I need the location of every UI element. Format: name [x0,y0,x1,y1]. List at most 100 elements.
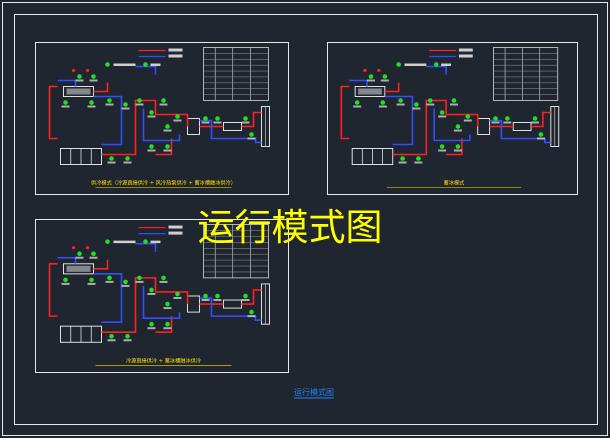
supply-pipe [340,85,350,140]
return-pipe [433,108,471,142]
pump-tag [87,282,96,285]
pump-tag [503,121,512,124]
chiller-label [358,88,382,95]
return-pipe [426,65,447,75]
pump-valve-symbol [149,110,154,115]
legend-label-return [458,54,473,58]
supply-pipe [48,262,58,317]
return-pipe [135,65,157,75]
legend-valve-symbol [433,62,439,67]
return-pipe [489,119,551,144]
return-pipe [93,273,123,323]
legend-pump-symbol [105,239,110,244]
pump-tag [121,107,130,110]
pump-valve-symbol [243,293,248,299]
pump-valve-symbol [414,102,419,107]
pump-valve-symbol [439,144,445,149]
status-indicator [85,68,90,73]
pump-valve-symbol [91,74,96,79]
pump-tag [241,299,250,301]
pump-tag [163,129,172,132]
pump-tag [380,79,389,82]
return-pipe [199,297,262,321]
supply-pipe [241,289,262,305]
pump-valve-symbol [354,100,360,105]
panel-caption: 供冷模式（冷源直接供冷 + 风冷热泵供冷 + 蓄冰槽融冰供冷） [91,179,236,187]
pump-tag [159,280,168,283]
supply-pipe [155,316,173,334]
supply-pipe [48,85,58,140]
drawing-title: 运行模式图 [198,206,383,249]
heat-exchanger [187,118,200,135]
pump-valve-symbol [493,116,498,121]
pump-valve-symbol [63,100,68,105]
pump-valve-symbol [455,124,461,129]
pump-valve-symbol [175,114,180,119]
pump-tag [147,149,156,152]
supply-pipe [93,259,109,270]
panel-caption: 蓄冰模式 [444,179,466,187]
pump-valve-symbol [382,74,388,79]
pump-tag [398,161,407,164]
pump-valve-symbol [465,114,471,119]
pump-valve-symbol [125,333,130,339]
pump-tag [135,280,144,283]
legend-label-supply [458,48,473,52]
pump-tag [453,129,462,132]
return-pipe [142,108,181,142]
pump-valve-symbol [91,251,96,257]
pump-valve-symbol [243,116,248,121]
pump-tag [163,307,172,310]
pump-tag [213,121,222,124]
pump-tag [89,79,98,82]
pump-valve-symbol [123,102,128,107]
pump-valve-symbol [123,279,128,285]
pump-valve-symbol [109,333,114,339]
heat-exchanger [223,122,242,131]
return-pipe [142,285,181,319]
pump-valve-symbol [538,132,544,137]
pump-tag [438,115,447,118]
pump-valve-symbol [532,116,538,121]
status-indicator [363,68,367,73]
pump-valve-symbol [427,98,433,103]
diagram-panel-3: 冷源直接供冷 + 蓄冰槽融冰供冷 [35,219,289,373]
supply-pipe [446,113,479,127]
status-indicator [377,68,381,73]
pump-tag [241,121,250,124]
pump-tag [449,103,458,106]
legend-pump-symbol [105,62,110,67]
pump-tag [412,107,421,110]
pump-tag [201,121,210,124]
pump-valve-symbol [380,100,386,105]
supply-pipe [101,277,157,334]
pump-tag [147,115,156,118]
pump-tag [163,327,172,330]
return-pipe [349,79,368,87]
pump-valve-symbol [165,144,170,149]
status-indicator [85,246,90,250]
footer-label: 运行模式图 [294,387,334,397]
supply-pipe [155,138,173,156]
return-pipe [57,256,77,264]
pump-tag [213,299,222,301]
pump-tag [89,256,98,259]
legend-table [493,47,559,101]
pump-tag [378,105,387,108]
pump-valve-symbol [89,100,94,105]
diagram-panel-1: 供冷模式（冷源直接供冷 + 风冷热泵供冷 + 蓄冰槽融冰供冷） [35,42,289,195]
pump-tag [247,315,256,318]
pump-valve-symbol [400,156,405,161]
pump-valve-symbol [137,98,142,103]
pump-tag [105,280,114,283]
legend-pump-symbol [396,62,401,67]
legend-label-return [168,54,183,58]
pump-tag [163,149,172,152]
pump-valve-symbol [137,275,142,281]
pump-valve-symbol [89,277,94,283]
pump-valve-symbol [107,98,112,103]
supply-pipe [155,291,189,305]
pump-valve-symbol [161,98,166,103]
legend-label-supply [168,48,183,52]
